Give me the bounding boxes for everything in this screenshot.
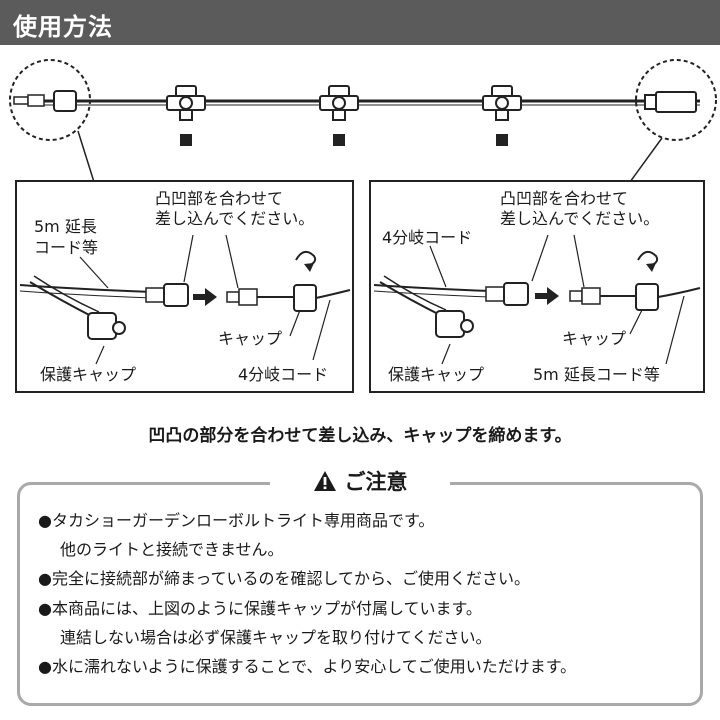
warning-icon — [313, 471, 336, 491]
panel-2-right-cable-label: 5m 延長コード等 — [533, 365, 660, 384]
panel-2-left-cable-label: 4分岐コード — [382, 228, 473, 247]
notice-item-1: ●タカショーガーデンローボルトライト専用商品です。 — [38, 511, 435, 530]
notice-header: ご注意 — [270, 466, 450, 496]
panel-1-left-cable-label-line-2: コード等 — [34, 238, 99, 257]
notice-item-2: ●完全に接続部が締まっているのを確認してから、ご使用ください。 — [38, 569, 531, 588]
notice-item-1-continuation: 他のライトと接続できません。 — [60, 540, 284, 559]
notice-item-3-continuation: 連結しない場合は必ず保護キャップを取り付けてください。 — [60, 628, 492, 647]
notice-box — [17, 482, 703, 706]
panel-2-align-label-line-2: 差し込んでください。 — [500, 209, 660, 228]
notice-item-4: ●水に濡れないように保護することで、より安心してご使用いただけます。 — [38, 657, 577, 676]
panel-1-protective-cap-label: 保護キャップ — [40, 365, 137, 384]
panel-1-drawing — [15, 180, 354, 393]
panel-2-drawing — [369, 180, 705, 393]
notice-title: ご注意 — [344, 470, 408, 494]
page-title: 使用方法 — [13, 13, 113, 41]
connection-diagram — [9, 59, 717, 393]
panel-2-cap-label: キャップ — [562, 329, 627, 348]
panel-2-protective-cap-label: 保護キャップ — [388, 365, 485, 384]
panel-1-right-cable-label: 4分岐コード — [238, 365, 329, 384]
panel-2-align-label-line-1: 凸凹部を合わせて — [500, 189, 629, 208]
panel-1-align-label-line-2: 差し込んでください。 — [155, 209, 315, 228]
instruction-text: 凹凸の部分を合わせて差し込み、キャップを締めます。 — [148, 426, 572, 446]
notice-item-3: ●本商品には、上図のように保護キャップが付属しています。 — [38, 599, 482, 618]
panel-1-left-cable-label-line-1: 5m 延長 — [34, 217, 97, 236]
panel-1-align-label-line-1: 凸凹部を合わせて — [155, 189, 284, 208]
panel-1-cap-label: キャップ — [218, 329, 283, 348]
header-bar — [0, 0, 720, 45]
cable-overview — [9, 59, 717, 183]
